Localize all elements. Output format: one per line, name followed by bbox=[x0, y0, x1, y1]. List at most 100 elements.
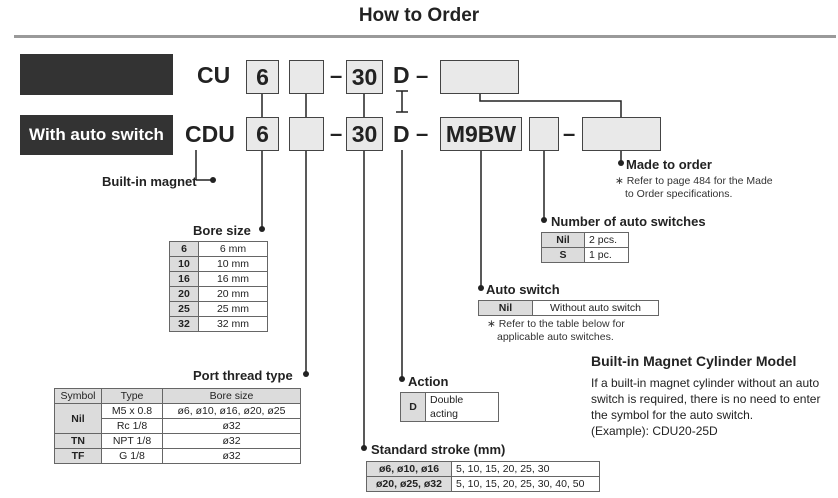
dot-bore-size bbox=[259, 226, 265, 232]
bore-desc: 25 mm bbox=[198, 301, 268, 317]
stroke-table: ø6, ø10, ø16 5, 10, 15, 20, 25, 30 ø20, … bbox=[366, 461, 600, 492]
row1-label-box bbox=[20, 54, 173, 95]
row2-prefix: CDU bbox=[185, 121, 235, 147]
bore-desc: 20 mm bbox=[198, 286, 268, 302]
port-thread-type: NPT 1/8 bbox=[101, 433, 163, 449]
stroke-values: 5, 10, 15, 20, 25, 30 bbox=[451, 461, 600, 477]
row2-dash-2: – bbox=[416, 121, 429, 146]
built-in-magnet-label: Built-in magnet bbox=[102, 174, 197, 189]
num-switches-table: Nil 2 pcs. S 1 pc. bbox=[541, 232, 629, 263]
num-switch-code: Nil bbox=[541, 232, 585, 248]
row2-stroke-box: 30 bbox=[346, 117, 383, 151]
table-row: D Double acting bbox=[400, 392, 499, 422]
bim-line-2: switch is required, there is no need to … bbox=[591, 392, 821, 406]
table-row: Nil M5 x 0.8 ø6, ø10, ø16, ø20, ø25 bbox=[54, 403, 301, 434]
table-row: ø20, ø25, ø32 5, 10, 15, 20, 25, 30, 40,… bbox=[366, 476, 600, 492]
bim-line-4: (Example): CDU20-25D bbox=[591, 424, 718, 438]
port-thread-bore: ø32 bbox=[162, 433, 301, 449]
port-thread-header-type: Type bbox=[101, 388, 163, 404]
table-row: Rc 1/8 ø32 bbox=[55, 418, 301, 434]
stroke-values: 5, 10, 15, 20, 25, 30, 40, 50 bbox=[451, 476, 600, 492]
bore-code: 10 bbox=[169, 256, 199, 272]
made-to-order-note-1: ∗ Refer to page 484 for the Made bbox=[615, 175, 773, 187]
port-thread-symbol: TF bbox=[54, 448, 102, 464]
bore-desc: 16 mm bbox=[198, 271, 268, 287]
dot-num-switches bbox=[541, 217, 547, 223]
bore-code: 20 bbox=[169, 286, 199, 302]
row1-suffix-box bbox=[440, 60, 519, 94]
port-thread-header-bore: Bore size bbox=[162, 388, 301, 404]
row2-dash-3: – bbox=[563, 121, 576, 146]
link-mto-row1 bbox=[479, 93, 622, 117]
auto-switch-table: Nil Without auto switch bbox=[478, 300, 659, 316]
row1-port-box bbox=[289, 60, 324, 94]
bim-line-3: the symbol for the auto switch. bbox=[591, 408, 754, 422]
made-to-order-note-2: to Order specifications. bbox=[625, 188, 733, 200]
table-row: S 1 pc. bbox=[541, 247, 629, 263]
table-row: TF G 1/8 ø32 bbox=[54, 448, 301, 464]
port-thread-header-symbol: Symbol bbox=[54, 388, 102, 404]
row2-mto-box bbox=[582, 117, 661, 151]
bore-desc: 10 mm bbox=[198, 256, 268, 272]
bore-code: 16 bbox=[169, 271, 199, 287]
bore-size-label: Bore size bbox=[193, 223, 251, 238]
bim-title: Built-in Magnet Cylinder Model bbox=[591, 353, 797, 369]
title-divider bbox=[14, 35, 836, 38]
auto-switch-note-2: applicable auto switches. bbox=[497, 331, 614, 343]
dot-built-in-magnet bbox=[210, 177, 216, 183]
auto-switch-note-1: ∗ Refer to the table below for bbox=[487, 318, 625, 330]
row1-dash-1: – bbox=[330, 63, 343, 88]
bore-code: 32 bbox=[169, 316, 199, 332]
table-row: Nil 2 pcs. bbox=[541, 232, 629, 248]
auto-switch-label: Auto switch bbox=[486, 282, 560, 297]
port-thread-symbol: TN bbox=[54, 433, 102, 449]
table-row: Nil Without auto switch bbox=[478, 300, 659, 316]
port-thread-table: Symbol Type Bore size Nil M5 x 0.8 ø6, ø… bbox=[54, 388, 301, 464]
row2-dash-1: – bbox=[330, 121, 343, 146]
port-thread-type: M5 x 0.8 bbox=[101, 403, 163, 419]
table-row: TN NPT 1/8 ø32 bbox=[54, 433, 301, 449]
port-thread-bore: ø32 bbox=[162, 448, 301, 464]
port-thread-type: Rc 1/8 bbox=[101, 418, 163, 434]
bore-desc: 6 mm bbox=[198, 241, 268, 257]
stroke-bore-code: ø20, ø25, ø32 bbox=[366, 476, 452, 492]
dot-port-thread bbox=[303, 371, 309, 377]
port-thread-label: Port thread type bbox=[193, 368, 293, 383]
row2-port-box bbox=[289, 117, 324, 151]
bore-desc: 32 mm bbox=[198, 316, 268, 332]
page-title: How to Order bbox=[358, 5, 480, 26]
table-row: ø6, ø10, ø16 5, 10, 15, 20, 25, 30 bbox=[366, 461, 600, 477]
dot-stroke bbox=[361, 445, 367, 451]
port-thread-bore: ø6, ø10, ø16, ø20, ø25 bbox=[162, 403, 301, 419]
row1-stroke-box: 30 bbox=[346, 60, 383, 94]
table-header-row: Symbol Type Bore size bbox=[54, 388, 301, 404]
auto-switch-code: Nil bbox=[478, 300, 533, 316]
row1-dash-2: – bbox=[416, 63, 429, 88]
row2-num-switch-box bbox=[529, 117, 559, 151]
port-thread-bore: ø32 bbox=[162, 418, 301, 434]
dot-auto-switch bbox=[478, 285, 484, 291]
made-to-order-label: Made to order bbox=[626, 157, 712, 172]
row1-action: D bbox=[393, 62, 410, 88]
row1-prefix: CU bbox=[197, 62, 231, 88]
bore-code: 25 bbox=[169, 301, 199, 317]
row2-bore-box: 6 bbox=[246, 117, 279, 151]
stroke-label: Standard stroke (mm) bbox=[371, 442, 506, 457]
num-switches-label: Number of auto switches bbox=[551, 214, 706, 229]
num-switch-desc: 2 pcs. bbox=[584, 232, 629, 248]
num-switch-desc: 1 pc. bbox=[584, 247, 629, 263]
bim-line-1: If a built-in magnet cylinder without an… bbox=[591, 376, 820, 390]
dot-made-to-order bbox=[618, 160, 624, 166]
action-label: Action bbox=[408, 374, 449, 389]
bore-code: 6 bbox=[169, 241, 199, 257]
action-code: D bbox=[400, 392, 426, 422]
action-table: D Double acting bbox=[400, 392, 499, 422]
row2-label-box: With auto switch bbox=[20, 115, 173, 155]
row2-action: D bbox=[393, 121, 410, 147]
